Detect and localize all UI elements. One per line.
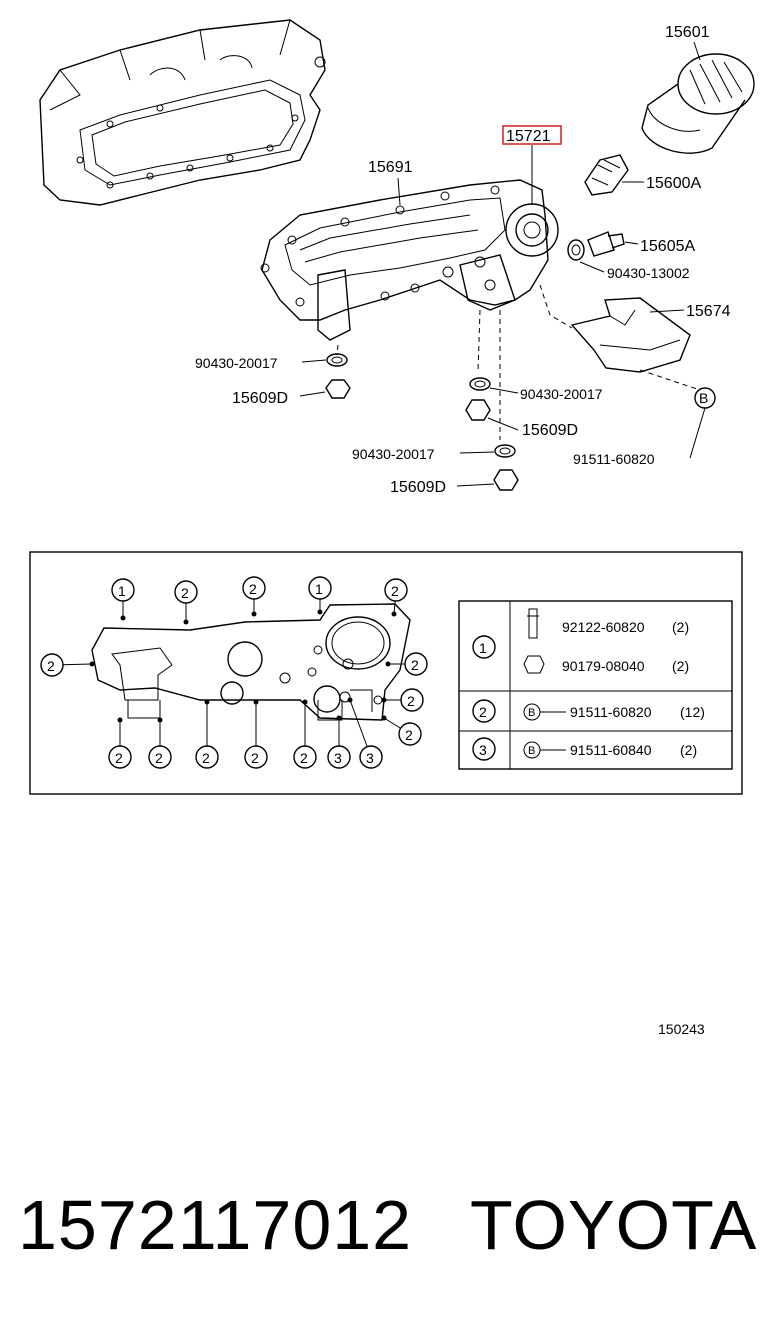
legend-part-90179-08040: 90179-08040 bbox=[562, 658, 645, 674]
marker-anchor-dot bbox=[317, 609, 323, 615]
marker-circle bbox=[111, 578, 135, 602]
marker-circle bbox=[293, 745, 317, 769]
marker-circle bbox=[174, 580, 198, 604]
marker-circle bbox=[244, 745, 268, 769]
marker-anchor-dot bbox=[385, 661, 391, 667]
marker-label: 2 bbox=[251, 750, 259, 766]
marker-label: 2 bbox=[47, 658, 55, 674]
marker-label: 2 bbox=[181, 585, 189, 601]
marker-circle bbox=[398, 722, 422, 746]
marker-label: 3 bbox=[366, 750, 374, 766]
marker-label: 1 bbox=[315, 581, 323, 597]
marker-circle bbox=[40, 653, 64, 677]
marker-anchor-dot bbox=[302, 699, 308, 705]
legend-mark-b-2: B bbox=[528, 707, 535, 719]
marker-label: 3 bbox=[334, 750, 342, 766]
marker-label: 2 bbox=[411, 657, 419, 673]
oil-filter-drawing bbox=[641, 53, 755, 154]
callout-15601: 15601 bbox=[665, 24, 710, 41]
callout-15674: 15674 bbox=[686, 303, 731, 320]
marker-anchor-dot bbox=[89, 661, 95, 667]
marker-circle bbox=[148, 745, 172, 769]
marker-anchor-dot bbox=[381, 697, 387, 703]
legend-index-2: 2 bbox=[479, 704, 487, 720]
callout-90430-20017-a: 90430-20017 bbox=[195, 355, 278, 371]
legend-qty-1a: (2) bbox=[672, 619, 689, 635]
marker-circle bbox=[404, 652, 428, 676]
oil-cooler-drawing bbox=[260, 179, 559, 341]
callout-15609D-a: 15609D bbox=[232, 390, 288, 407]
callout-15605A: 15605A bbox=[640, 238, 695, 255]
callout-15721: 15721 bbox=[506, 128, 551, 145]
engine-block-drawing bbox=[39, 19, 326, 206]
legend-part-92122-60820: 92122-60820 bbox=[562, 619, 645, 635]
marker-anchor-dot bbox=[381, 715, 387, 721]
callout-91511-60820: 91511-60820 bbox=[573, 451, 655, 467]
callout-90430-13002: 90430-13002 bbox=[607, 265, 690, 281]
gasket-outline bbox=[91, 603, 411, 721]
marker-label: 2 bbox=[115, 750, 123, 766]
legend-qty-2: (12) bbox=[680, 704, 705, 720]
marker-label: 2 bbox=[391, 583, 399, 599]
callout-15609D-b: 15609D bbox=[522, 422, 578, 439]
marker-circle bbox=[359, 745, 383, 769]
footer-brand: TOYOTA bbox=[470, 1186, 758, 1264]
marker-label: 2 bbox=[405, 727, 413, 743]
marker-anchor-dot bbox=[336, 715, 342, 721]
marker-anchor-dot bbox=[157, 717, 163, 723]
callout-15691: 15691 bbox=[368, 159, 413, 176]
marker-circle bbox=[108, 745, 132, 769]
marker-label: 1 bbox=[118, 583, 126, 599]
callout-15609D-c: 15609D bbox=[390, 479, 446, 496]
legend-index-3: 3 bbox=[479, 742, 487, 758]
marker-circle bbox=[384, 578, 408, 602]
baffle-plate-drawing bbox=[570, 297, 691, 373]
inset-markers: 1 2 2 1 2 2 2 2 2 2 2 2 2 2 3 3 bbox=[40, 576, 428, 769]
marker-anchor-dot bbox=[120, 615, 126, 621]
legend-table: 1 92122-60820 (2) 90179-08040 (2) 2 B 91… bbox=[458, 600, 733, 770]
marker-label: 2 bbox=[407, 693, 415, 709]
marker-circle bbox=[242, 576, 266, 600]
marker-label: 2 bbox=[155, 750, 163, 766]
ref-b-label: B bbox=[699, 390, 708, 406]
union-bolt-drawing bbox=[567, 231, 625, 261]
legend-qty-3: (2) bbox=[680, 742, 697, 758]
marker-label: 2 bbox=[249, 581, 257, 597]
marker-anchor-dot bbox=[391, 611, 397, 617]
figure-number: 150243 bbox=[658, 1021, 705, 1037]
marker-circle bbox=[195, 745, 219, 769]
marker-circle bbox=[327, 745, 351, 769]
pressure-switch-drawing bbox=[584, 154, 629, 196]
marker-label: 2 bbox=[202, 750, 210, 766]
marker-anchor-dot bbox=[117, 717, 123, 723]
marker-anchor-dot bbox=[251, 611, 257, 617]
footer-part-number: 1572117012 bbox=[18, 1186, 413, 1264]
callout-15600A: 15600A bbox=[646, 175, 701, 192]
marker-label: 2 bbox=[300, 750, 308, 766]
legend-part-91511-60820: 91511-60820 bbox=[570, 704, 652, 720]
legend-index-1: 1 bbox=[479, 640, 487, 656]
callout-90430-20017-b: 90430-20017 bbox=[520, 386, 603, 402]
marker-anchor-dot bbox=[204, 699, 210, 705]
legend-qty-1b: (2) bbox=[672, 658, 689, 674]
callout-90430-20017-c: 90430-20017 bbox=[352, 446, 435, 462]
legend-mark-b-3: B bbox=[528, 745, 535, 757]
inset-box bbox=[29, 551, 743, 795]
marker-anchor-dot bbox=[253, 699, 259, 705]
marker-anchor-dot bbox=[183, 619, 189, 625]
marker-anchor-dot bbox=[347, 697, 353, 703]
legend-part-91511-60840: 91511-60840 bbox=[570, 742, 652, 758]
marker-circle bbox=[400, 688, 424, 712]
marker-circle bbox=[308, 576, 332, 600]
highlight-box bbox=[502, 125, 562, 145]
